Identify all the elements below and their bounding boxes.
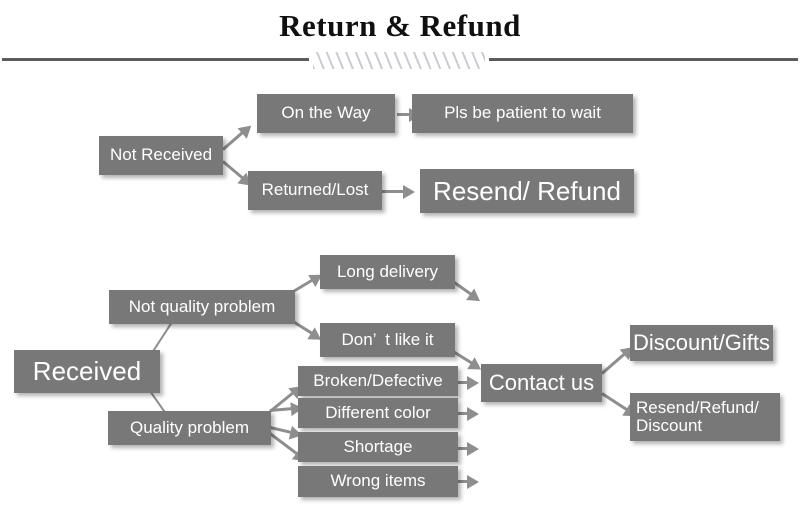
arrow-wrong-items-to-contact-us [456, 474, 479, 489]
node-contact-us[interactable]: Contact us [481, 364, 602, 402]
node-long-delivery[interactable]: Long delivery [320, 255, 455, 289]
arrow-quality-to-different-color [269, 407, 293, 412]
node-returned-lost[interactable]: Returned/Lost [248, 171, 382, 210]
arrow-contact-us-to-discount-gifts [601, 352, 626, 375]
node-shortage[interactable]: Shortage [298, 432, 458, 462]
arrow-on-the-way-to-pls-wait [397, 107, 421, 122]
divider-line-right [489, 58, 798, 61]
divider-hatch-ornament [313, 52, 485, 69]
arrow-contact-us-to-resend-refund-discount [601, 392, 628, 412]
arrow-not-received-to-returned-lost [222, 160, 244, 180]
arrow-returned-lost-to-resend-refund [382, 184, 415, 199]
node-different-color[interactable]: Different color [298, 398, 458, 428]
node-wrong-items[interactable]: Wrong items [298, 466, 458, 497]
arrow-shortage-to-contact-us [456, 441, 479, 456]
arrow-different-color-to-contact-us [456, 406, 479, 421]
page-title: Return & Refund [279, 8, 521, 43]
node-quality-problem[interactable]: Quality problem [108, 411, 271, 445]
node-dont-like-it[interactable]: Don’ t like it [320, 323, 455, 357]
node-pls-be-patient-to-wait[interactable]: Pls be patient to wait [412, 94, 633, 133]
divider-line-left [2, 58, 309, 61]
node-not-quality-problem[interactable]: Not quality problem [109, 290, 295, 324]
arrow-quality-to-shortage [269, 426, 292, 434]
node-received[interactable]: Received [14, 350, 160, 393]
node-discount-gifts[interactable]: Discount/Gifts [630, 325, 773, 361]
node-broken-defective[interactable]: Broken/Defective [298, 366, 458, 396]
node-on-the-way[interactable]: On the Way [257, 94, 395, 133]
arrow-not-received-to-on-the-way [222, 131, 244, 151]
node-resend-refund-discount[interactable]: Resend/Refund/ Discount [630, 393, 780, 441]
node-not-received[interactable]: Not Received [99, 136, 223, 175]
arrow-broken-defective-to-contact-us [456, 375, 479, 390]
node-resend-refund[interactable]: Resend/ Refund [420, 169, 634, 213]
